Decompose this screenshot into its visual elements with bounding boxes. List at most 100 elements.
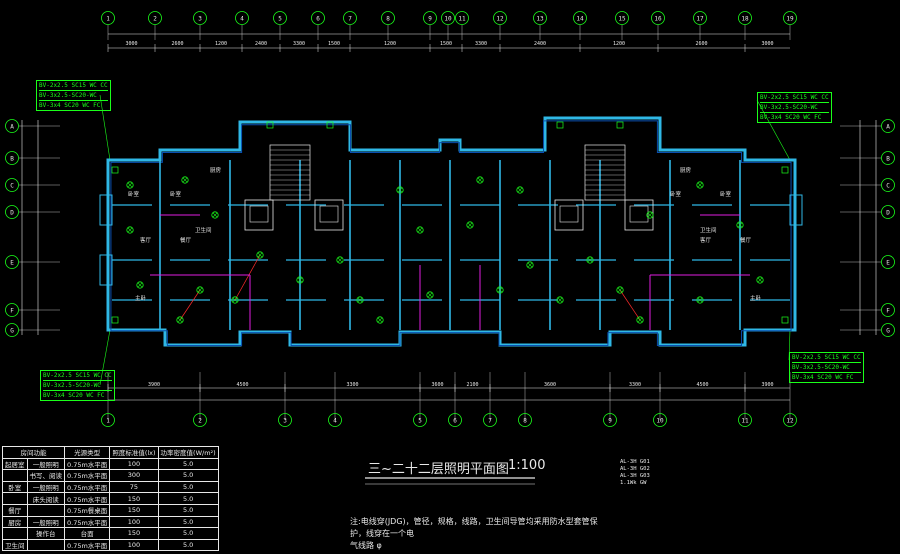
grid-bubble-left xyxy=(5,151,19,165)
grid-bubble-label: 15 xyxy=(618,16,626,23)
callout-leader xyxy=(99,94,111,161)
dim-text: 2400 xyxy=(534,41,546,47)
grid-bubble-top xyxy=(311,11,325,25)
dim-text: 3900 xyxy=(148,382,160,388)
ceiling-light-cross xyxy=(182,177,188,183)
grid-bubble-label: 1 xyxy=(106,16,110,23)
callout-line: BV-3x4 SC20 WC FC xyxy=(760,114,822,121)
grid-bubble-label: 7 xyxy=(348,16,352,23)
callout-line: BV-3x4 SC20 WC FC xyxy=(39,102,101,109)
ceiling-light-cross xyxy=(647,212,653,218)
grid-bubble-label: A xyxy=(886,124,890,131)
legend-line: AL-3H G01 xyxy=(620,459,650,465)
grid-bubble-right xyxy=(881,303,895,317)
room-label: 厨房 xyxy=(680,166,692,174)
callout-line: BV-3x4 SC20 WC FC xyxy=(43,392,105,399)
room-label: 客厅 xyxy=(700,236,712,244)
schedule-cell: 5.0 xyxy=(157,480,219,494)
ceiling-light-icon xyxy=(416,226,424,234)
dim-text: 3300 xyxy=(346,382,358,388)
callout-line: BV-2x2.5 SC15 WC CC xyxy=(792,354,861,363)
ceiling-light-cross xyxy=(477,177,483,183)
grid-bubble-label: D xyxy=(10,210,14,217)
ceiling-light-cross xyxy=(757,277,763,283)
grid-bubble-top xyxy=(381,11,395,25)
grid-bubble-top xyxy=(343,11,357,25)
grid-bubble-label: 19 xyxy=(786,16,794,23)
grid-bubble-bottom xyxy=(483,413,497,427)
dim-text: 3300 xyxy=(293,41,305,47)
schedule-cell: 0.75m水平面 xyxy=(63,469,111,482)
title-underline xyxy=(365,477,535,485)
ceiling-light-icon xyxy=(396,186,404,194)
grid-bubble-label: 9 xyxy=(608,418,612,425)
grid-bubble-label: 17 xyxy=(696,16,704,23)
grid-bubble-top xyxy=(148,11,162,25)
dim-text: 4500 xyxy=(696,382,708,388)
schedule-cell xyxy=(26,503,65,517)
schedule-header-cell: 房间功能 xyxy=(2,446,65,459)
dim-text: 3000 xyxy=(761,41,773,47)
ceiling-light-icon xyxy=(126,181,134,189)
schedule-cell: 操作台 xyxy=(26,527,65,540)
ceiling-light-cross xyxy=(427,292,433,298)
grid-bubble-label: 7 xyxy=(488,418,492,425)
grid-bubble-label: 2 xyxy=(198,418,202,425)
dim-text: 1200 xyxy=(384,41,396,47)
schedule-cell: 5.0 xyxy=(157,492,219,505)
callout-leader xyxy=(756,99,791,161)
grid-bubble-right xyxy=(881,255,895,269)
grid-bubble-top xyxy=(738,11,752,25)
grid-bubble-top xyxy=(693,11,707,25)
callout-bottom-right: BV-2x2.5 SC15 WC CC BV-3x2.5-SC20-WC BV-… xyxy=(789,352,864,383)
grid-bubble-bottom xyxy=(448,413,462,427)
schedule-cell: 300 xyxy=(109,469,159,482)
ceiling-light-cross xyxy=(297,277,303,283)
schedule-cell: 台面 xyxy=(63,527,111,540)
ceiling-light-cross xyxy=(197,287,203,293)
schedule-cell xyxy=(26,538,65,552)
grid-bubble-bottom xyxy=(413,413,427,427)
room-label: 卧室 xyxy=(720,190,732,198)
callout-top-right: BV-2x2.5 SC15 WC CC BV-3x2.5-SC20-WC BV-… xyxy=(757,92,832,123)
ceiling-light-icon xyxy=(476,176,484,184)
schedule-header-cell: 照度标准值(lx) xyxy=(109,446,159,459)
schedule-cell xyxy=(2,492,28,505)
grid-bubble-bottom xyxy=(328,413,342,427)
grid-bubble-label: C xyxy=(10,183,14,190)
grid-bubble-label: A xyxy=(10,124,14,131)
grid-bubble-label: 12 xyxy=(786,418,794,425)
ceiling-light-cross xyxy=(337,257,343,263)
ceiling-light-cross xyxy=(137,282,143,288)
ceiling-light-icon xyxy=(516,186,524,194)
grid-bubble-right xyxy=(881,178,895,192)
grid-bubble-bottom xyxy=(101,413,115,427)
room-label: 卫生间 xyxy=(700,226,717,234)
circuit-wire xyxy=(619,289,641,321)
dim-text: 2600 xyxy=(695,41,707,47)
grid-bubble-label: B xyxy=(886,156,890,163)
grid-bubble-left xyxy=(5,323,19,337)
grid-bubble-right xyxy=(881,119,895,133)
grid-bubble-label: 4 xyxy=(333,418,337,425)
room-label: 主卧 xyxy=(135,294,147,302)
dim-text: 1200 xyxy=(215,41,227,47)
grid-bubble-bottom xyxy=(653,413,667,427)
note-line: 气线路 φ xyxy=(350,541,382,550)
callout-line: BV-2x2.5 SC15 WC CC xyxy=(39,82,108,91)
switch-icon xyxy=(111,316,119,324)
dim-text: 2600 xyxy=(171,41,183,47)
elevator-shaft xyxy=(314,199,344,231)
ceiling-light-cross xyxy=(417,227,423,233)
ceiling-light-icon xyxy=(176,316,184,324)
grid-bubble-label: 10 xyxy=(656,418,664,425)
ceiling-light-icon xyxy=(496,286,504,294)
schedule-cell: 0.75m餐桌面 xyxy=(63,503,111,517)
grid-bubble-right xyxy=(881,205,895,219)
switch-icon xyxy=(266,121,274,129)
